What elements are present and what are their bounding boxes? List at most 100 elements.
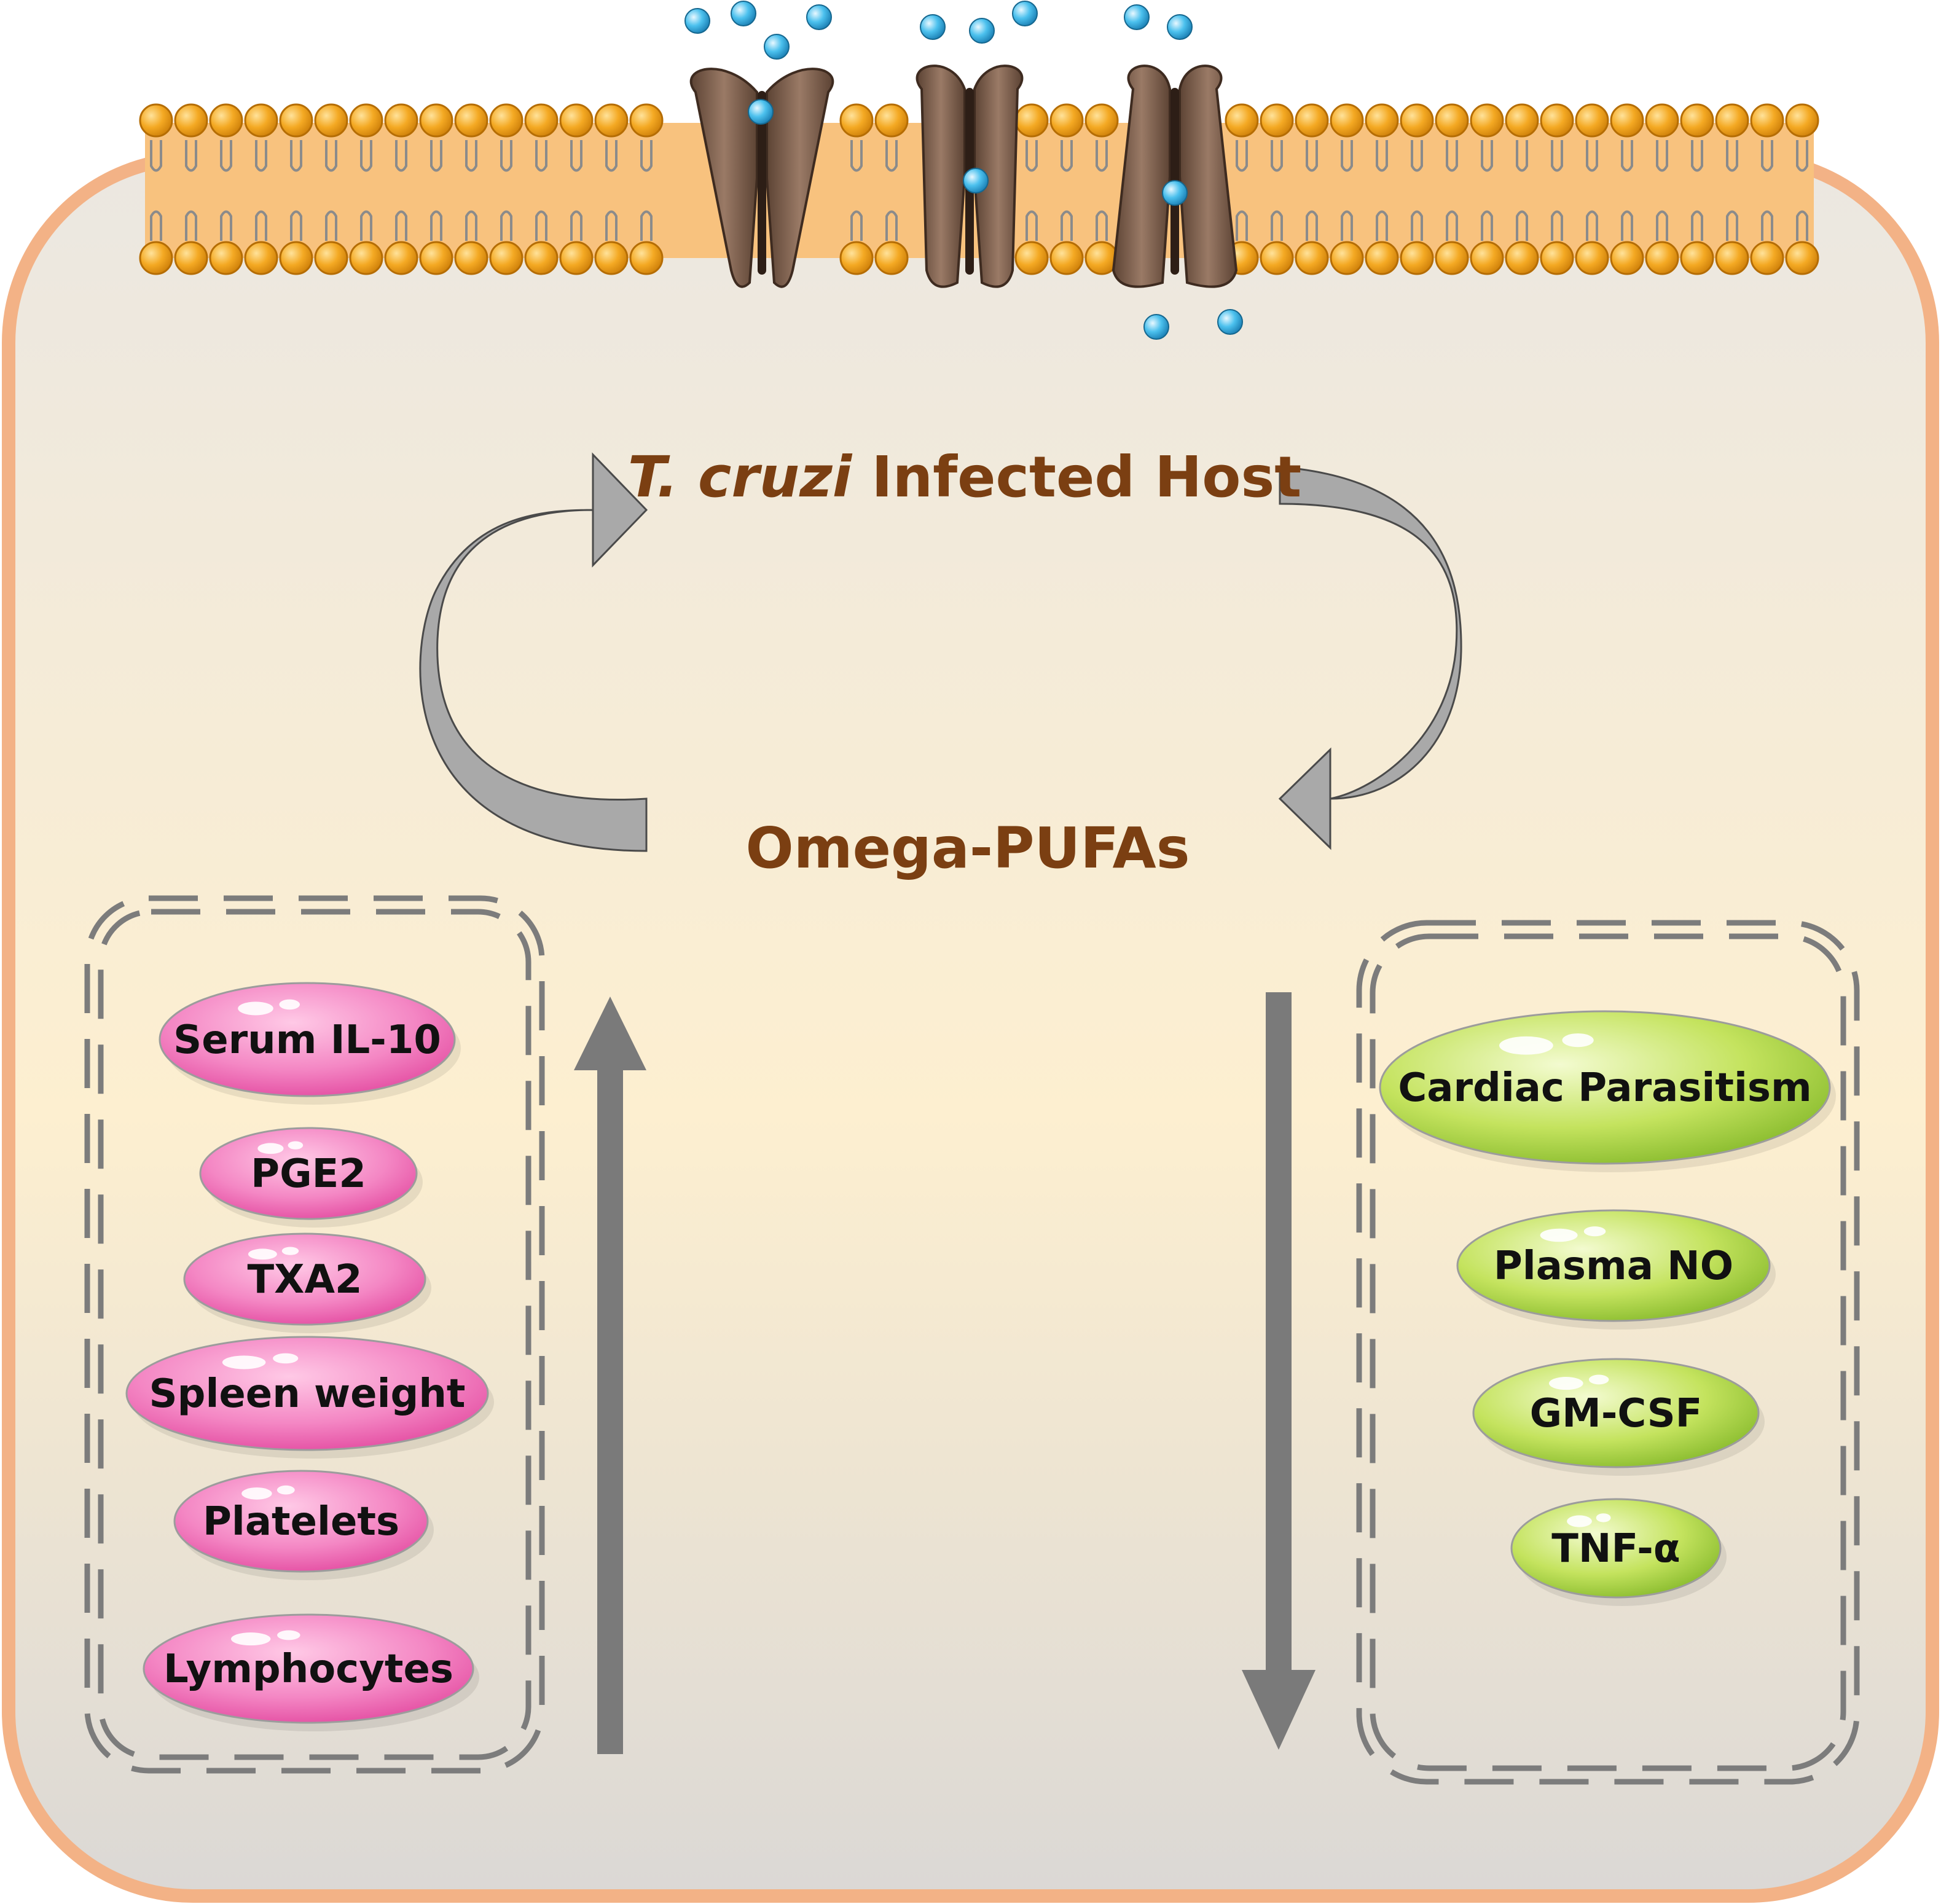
lipid-tail — [325, 140, 337, 241]
ion-particle — [1162, 180, 1188, 206]
lipid-head — [1014, 103, 1049, 138]
lipid-head — [349, 103, 383, 138]
lipid-head — [1715, 103, 1749, 138]
lipid-tail — [150, 140, 162, 241]
ion-particle — [969, 18, 995, 44]
lipid-head — [1470, 103, 1504, 138]
ion-particle — [684, 8, 710, 34]
lipid-head — [384, 103, 418, 138]
lipid-tail — [465, 140, 477, 241]
lipid-head — [524, 241, 559, 275]
lipid-head — [489, 241, 523, 275]
decreased-item-0-label: Cardiac Parasitism — [1398, 1065, 1811, 1111]
lipid-head — [1505, 103, 1539, 138]
lipid-head — [559, 103, 594, 138]
lipid-head — [1610, 103, 1644, 138]
decreased-item-1-label: Plasma NO — [1494, 1244, 1733, 1289]
increased-item-4: Platelets — [173, 1470, 434, 1580]
lipid-head — [1785, 241, 1819, 275]
lipid-tail — [1096, 140, 1108, 241]
increased-item-1-label: PGE2 — [251, 1151, 366, 1197]
lipid-head — [139, 241, 173, 275]
increase-arrow — [574, 997, 646, 1754]
lipid-head — [1435, 241, 1469, 275]
lipid-head — [1260, 241, 1294, 275]
lipid-head — [1785, 103, 1819, 138]
lipid-tail — [1376, 140, 1388, 241]
increased-item-1: PGE2 — [199, 1127, 423, 1228]
lipid-head — [629, 241, 664, 275]
ion-channels — [689, 65, 1238, 288]
lipid-head — [209, 241, 243, 275]
lipid-head — [1400, 241, 1434, 275]
lipid-head — [1610, 241, 1644, 275]
lipid-head — [1330, 103, 1364, 138]
lipid-head — [1049, 103, 1084, 138]
lipid-head — [629, 103, 664, 138]
lipid-tail — [1341, 140, 1353, 241]
lipid-tail — [220, 140, 232, 241]
lipid-tail — [255, 140, 267, 241]
lipid-head — [1049, 241, 1084, 275]
lipid-head — [489, 103, 523, 138]
increased-item-2-label: TXA2 — [247, 1257, 362, 1303]
lipid-head — [1435, 103, 1469, 138]
increased-item-3-label: Spleen weight — [149, 1371, 466, 1417]
lipid-head — [1575, 103, 1609, 138]
lipid-head — [1225, 103, 1259, 138]
increased-item-0: Serum IL-10 — [159, 982, 461, 1105]
lipid-tail — [1236, 140, 1248, 241]
lipid-tail — [1271, 140, 1283, 241]
lipid-tail — [1025, 140, 1038, 241]
lipid-tail — [185, 140, 197, 241]
lipid-head — [1645, 103, 1679, 138]
lipid-head — [279, 103, 313, 138]
decreased-item-2: GM-CSF — [1472, 1358, 1765, 1476]
lipid-head — [244, 103, 278, 138]
lipid-head — [314, 103, 348, 138]
cycle-arrow-left — [419, 452, 648, 852]
title-italic: T. cruzi — [628, 444, 853, 510]
lipid-head — [1014, 241, 1049, 275]
lipid-tail — [1411, 140, 1423, 241]
increased-item-5: Lymphocytes — [143, 1613, 479, 1731]
lipid-head — [1330, 241, 1364, 275]
lipid-tail — [605, 140, 618, 241]
lipid-head — [1750, 103, 1784, 138]
ion-particle — [1143, 314, 1169, 340]
ion-particle — [764, 34, 790, 60]
lipid-tail — [1656, 140, 1668, 241]
ion-particle — [806, 4, 832, 30]
lipid-head — [454, 103, 488, 138]
decreased-box — [1356, 920, 1860, 1785]
title-rest: Infected Host — [852, 444, 1301, 510]
lipid-head — [174, 103, 208, 138]
lipid-head — [1505, 241, 1539, 275]
lipid-tail — [885, 140, 898, 241]
lipid-head — [349, 241, 383, 275]
ion-particle — [1124, 4, 1150, 30]
lipid-tail — [500, 140, 512, 241]
omega-pufas-label: Omega-PUFAs — [746, 815, 1190, 881]
lipid-tail — [395, 140, 407, 241]
lipid-head — [1295, 103, 1329, 138]
ions — [684, 1, 1243, 340]
decreased-item-1: Plasma NO — [1456, 1209, 1776, 1330]
lipid-tail — [850, 140, 863, 241]
lipid-head — [1260, 103, 1294, 138]
lipid-tail — [1481, 140, 1493, 241]
lipid-tail — [1551, 140, 1563, 241]
ion-particle — [963, 168, 989, 194]
lipid-head — [279, 241, 313, 275]
decreased-item-3-label: TNF-α — [1551, 1526, 1680, 1572]
lipid-head — [1680, 103, 1714, 138]
lipid-head — [384, 241, 418, 275]
lipid-head — [839, 241, 874, 275]
lipid-head — [1295, 241, 1329, 275]
lipid-head — [1365, 241, 1399, 275]
lipid-tail — [360, 140, 372, 241]
lipid-tail — [640, 140, 653, 241]
ion-channel-right — [1112, 65, 1238, 288]
